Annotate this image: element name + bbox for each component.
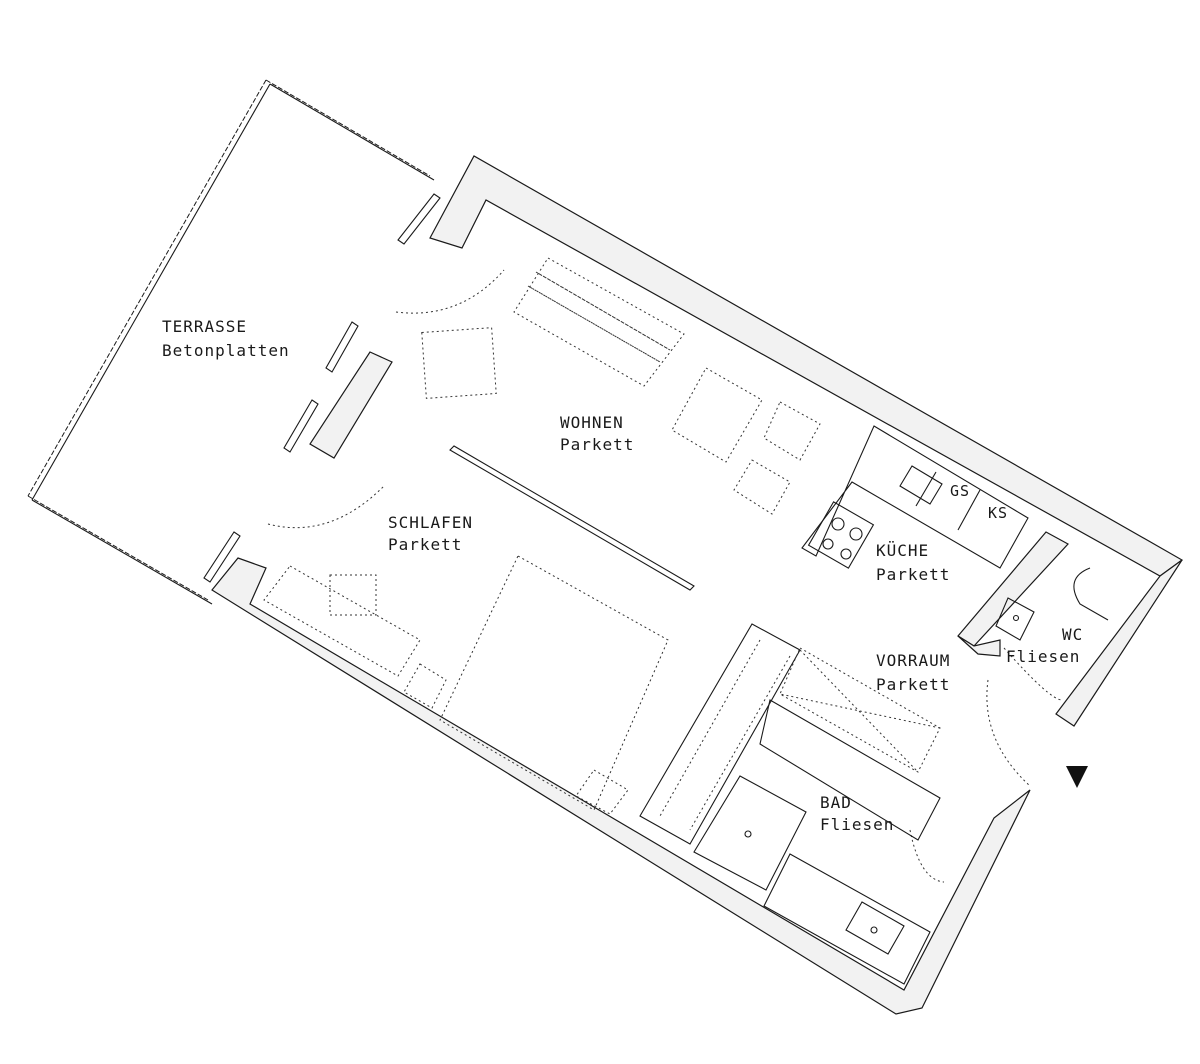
vorraum-floor: Parkett [876, 675, 950, 694]
wohnen-label: WOHNEN [560, 413, 624, 432]
schlafen-label: SCHLAFEN [388, 513, 473, 532]
terrasse-floor: Betonplatten [162, 341, 290, 360]
entrance-arrow-icon [1066, 766, 1088, 788]
ks-label: KS [988, 504, 1008, 522]
bed [263, 555, 669, 815]
windows [203, 193, 441, 583]
wc-floor: Fliesen [1006, 647, 1080, 666]
kueche-floor: Parkett [876, 565, 950, 584]
walls [211, 155, 1184, 1015]
terrace-outline [27, 79, 435, 605]
kueche-label: KÜCHE [876, 541, 929, 560]
bad-floor: Fliesen [820, 815, 894, 834]
terrasse-label: TERRASSE [162, 317, 247, 336]
wc-fixtures [995, 567, 1109, 641]
sofa [421, 257, 685, 399]
gs-label: GS [950, 482, 970, 500]
vorraum-label: VORRAUM [876, 651, 950, 670]
bath-fixtures [693, 699, 941, 985]
dining-set [671, 367, 821, 515]
wardrobe [639, 623, 941, 845]
kitchen [801, 425, 1029, 569]
doors [267, 269, 1063, 883]
partition [449, 445, 695, 591]
bad-label: BAD [820, 793, 852, 812]
wc-label: WC [1062, 625, 1083, 644]
wohnen-floor: Parkett [560, 435, 634, 454]
schlafen-floor: Parkett [388, 535, 462, 554]
